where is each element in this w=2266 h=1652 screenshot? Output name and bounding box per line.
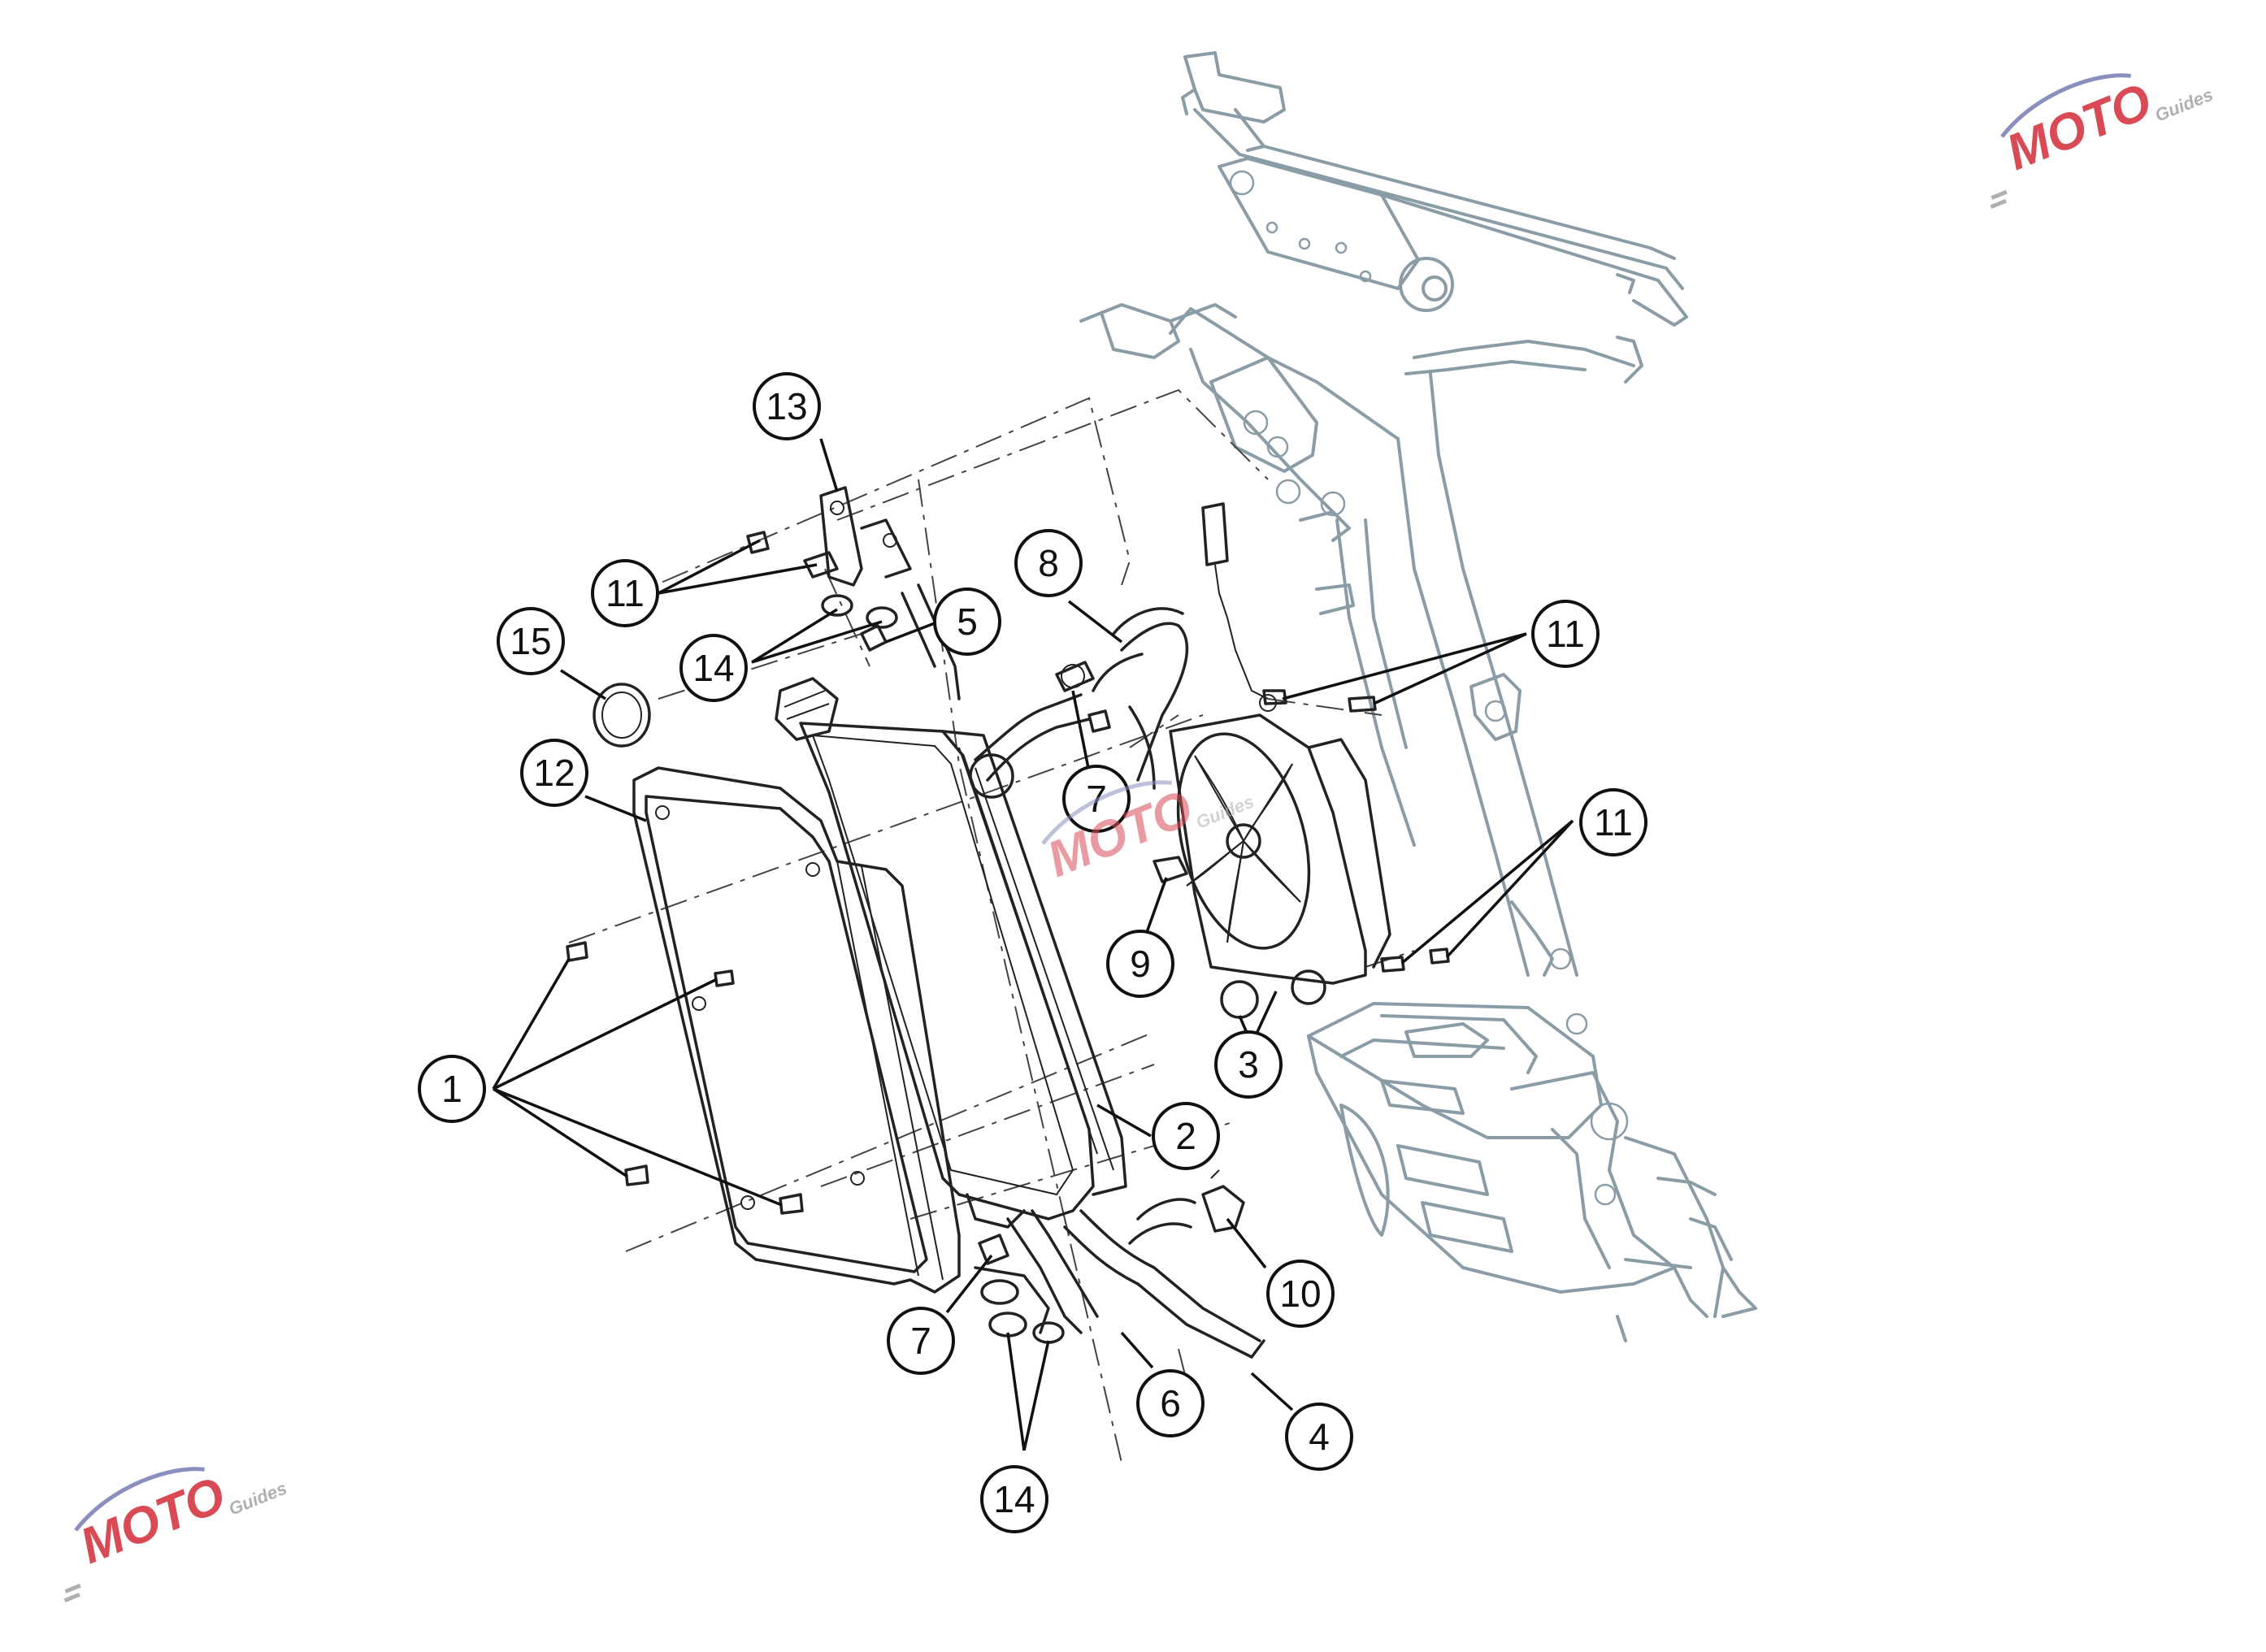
- callout-11-right: 11: [1531, 600, 1600, 668]
- watermark-top-right: MOTO Guides: [1990, 73, 2216, 209]
- watermark-bottom-left: MOTO Guides: [63, 1467, 290, 1602]
- callout-6: 6: [1136, 1369, 1205, 1437]
- svg-text:Guides: Guides: [2152, 84, 2216, 125]
- radiator: [775, 677, 1127, 1229]
- svg-text:14: 14: [692, 647, 734, 689]
- callout-3: 3: [1214, 1030, 1283, 1099]
- svg-text:10: 10: [1279, 1273, 1321, 1315]
- callout-11-lower-right: 11: [1579, 788, 1647, 856]
- callout-9: 9: [1106, 930, 1174, 998]
- upper-bracket: [566, 486, 1450, 1265]
- callouts: 1 2 3 4 5 6 7 7: [418, 372, 1647, 1533]
- svg-text:11: 11: [1594, 801, 1633, 843]
- svg-text:12: 12: [533, 752, 575, 794]
- svg-text:1: 1: [441, 1068, 462, 1110]
- leader-lines: [492, 438, 1574, 1451]
- svg-text:4: 4: [1309, 1416, 1330, 1458]
- callout-13: 13: [753, 372, 821, 440]
- svg-text:15: 15: [510, 620, 551, 662]
- callout-12: 12: [520, 739, 588, 807]
- cooling-fan: [1169, 502, 1391, 1019]
- svg-text:14: 14: [993, 1478, 1035, 1520]
- radiator-guard: [632, 766, 961, 1294]
- callout-5: 5: [933, 588, 1001, 656]
- svg-text:3: 3: [1238, 1043, 1259, 1086]
- svg-text:2: 2: [1175, 1115, 1196, 1157]
- svg-text:Guides: Guides: [226, 1477, 290, 1519]
- callout-10: 10: [1266, 1260, 1335, 1328]
- callout-2: 2: [1152, 1102, 1220, 1170]
- svg-text:8: 8: [1038, 542, 1059, 584]
- upper-hose: [1055, 607, 1189, 790]
- callout-1: 1: [418, 1055, 486, 1123]
- svg-text:MOTO: MOTO: [72, 1467, 232, 1575]
- svg-text:9: 9: [1130, 943, 1151, 985]
- svg-text:11: 11: [1546, 613, 1585, 655]
- callout-15: 15: [497, 607, 565, 675]
- callout-8: 8: [1014, 529, 1083, 597]
- svg-text:11: 11: [606, 572, 645, 614]
- lower-hoses: [974, 1169, 1265, 1359]
- callout-14-lower: 14: [980, 1465, 1048, 1533]
- svg-text:13: 13: [766, 385, 807, 427]
- svg-text:6: 6: [1160, 1382, 1181, 1424]
- watermark-center: MOTO Guides: [1040, 780, 1257, 888]
- callout-4: 4: [1285, 1403, 1353, 1471]
- svg-text:7: 7: [910, 1320, 931, 1362]
- svg-text:MOTO: MOTO: [1999, 73, 2159, 181]
- callout-11-upper-left: 11: [591, 559, 659, 627]
- callout-14-upper: 14: [679, 634, 748, 702]
- callout-7-lower: 7: [887, 1307, 955, 1375]
- svg-text:5: 5: [957, 601, 978, 643]
